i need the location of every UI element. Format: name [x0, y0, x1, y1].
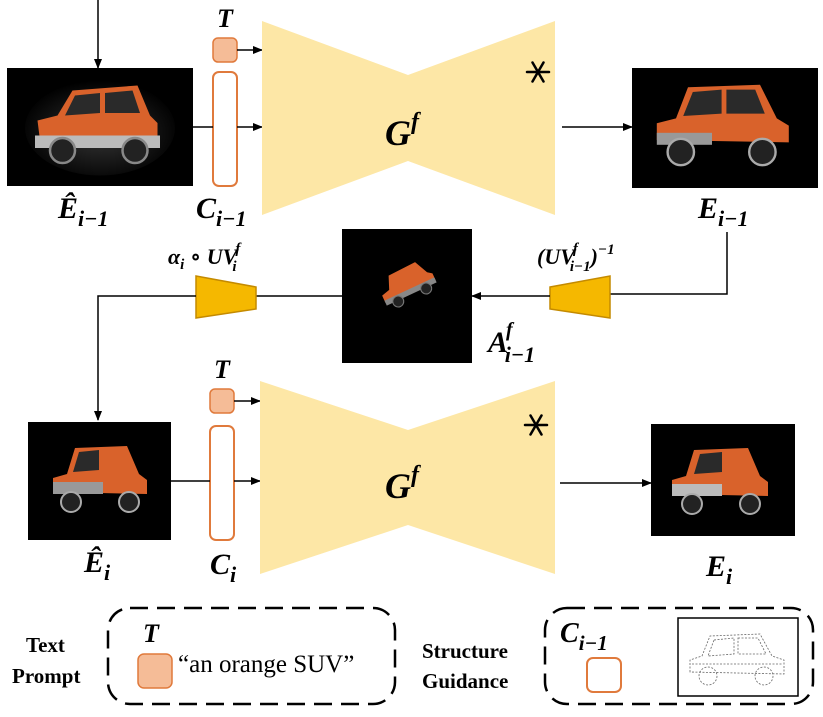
inverse-uv-warp — [549, 275, 611, 319]
generator-shape-top — [262, 21, 555, 215]
legend-text-prompt-line2: Prompt — [12, 664, 80, 688]
edge-map-image — [677, 617, 799, 697]
generator-shape-bottom — [260, 381, 555, 574]
legend-prompt-text: “an orange SUV” — [178, 651, 354, 678]
car-icon — [382, 262, 437, 308]
input-image-bottom — [28, 422, 171, 540]
condition-label-bottom: Ci — [210, 548, 237, 587]
legend-condition-label: Ci−1 — [560, 618, 608, 655]
snowflake-icon — [523, 414, 549, 436]
car-outline-icon — [689, 633, 785, 686]
output-label-top: Ei−1 — [697, 192, 748, 231]
input-label-top: Êi−1 — [57, 192, 108, 231]
condition-token-top — [212, 71, 238, 187]
legend-structure-line2: Guidance — [422, 669, 508, 693]
legend-condition-token — [586, 657, 622, 693]
generator-label-top: Gf — [385, 109, 421, 153]
car-icon — [53, 446, 147, 513]
output-image-top — [632, 68, 818, 188]
warp-to-input-path — [94, 295, 196, 421]
legend-text-token-label: T — [143, 619, 160, 648]
output-label-bottom: Ei — [705, 550, 733, 589]
input-image-top — [7, 68, 193, 186]
car-icon — [656, 84, 789, 167]
text-token-label-bottom: T — [214, 355, 231, 384]
legend-structure-line1: Structure — [422, 639, 508, 663]
input-label-bottom: Êi — [83, 546, 111, 585]
condition-label-top: Ci−1 — [196, 192, 246, 231]
output-image-bottom — [651, 424, 795, 536]
text-token-bottom — [209, 388, 235, 414]
uv-warp — [195, 275, 257, 319]
text-token-top — [212, 37, 238, 63]
text-token-label-top: T — [217, 4, 234, 33]
legend-text-prompt-box — [106, 606, 397, 706]
legend-text-token — [137, 653, 173, 689]
car-icon — [25, 80, 175, 176]
output-feedback-path — [610, 232, 728, 295]
generator-label-bottom: Gf — [385, 462, 421, 506]
condition-token-bottom — [209, 425, 235, 541]
car-icon — [672, 448, 768, 515]
legend-structure-box — [543, 606, 815, 706]
snowflake-icon — [525, 61, 551, 83]
atlas-image — [342, 229, 472, 363]
legend-text-prompt-line1: Text — [26, 633, 65, 657]
